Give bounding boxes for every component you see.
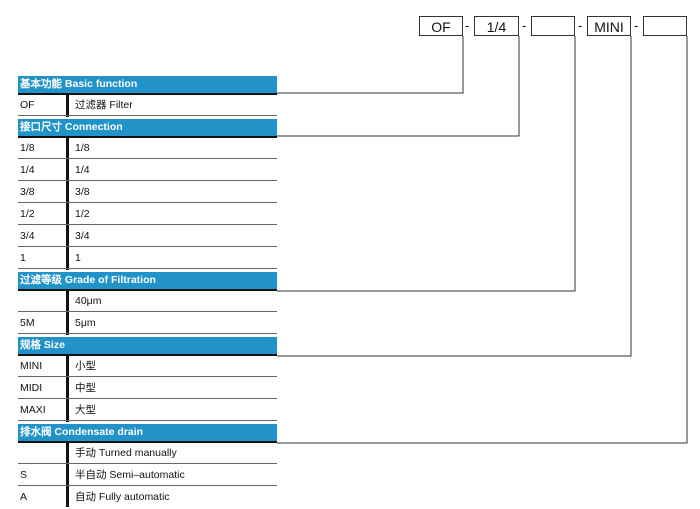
table-row: 1/4 1/4: [18, 160, 277, 181]
section-header-drain: 排水阀 Condensate drain: [18, 424, 277, 441]
code-separator: -: [578, 18, 583, 33]
code-separator: -: [522, 18, 527, 33]
code-box-drain: [643, 16, 687, 36]
table-row: 5M 5μm: [18, 313, 277, 334]
row-desc: 3/8: [75, 186, 90, 198]
row-desc: 过滤器 Filter: [75, 99, 133, 111]
row-desc: 小型: [75, 360, 96, 372]
row-desc: 手动 Turned manually: [75, 447, 177, 459]
row-desc: 3/4: [75, 230, 90, 242]
table-row: MAXI 大型: [18, 400, 277, 421]
row-code: MINI: [20, 360, 43, 372]
header-rule: [18, 289, 277, 291]
code-separator: -: [465, 18, 470, 33]
row-code: 3/8: [20, 186, 35, 198]
row-desc: 1: [75, 252, 81, 264]
table-row: 40μm: [18, 291, 277, 312]
column-divider: [66, 356, 69, 422]
section-header-size: 规格 Size: [18, 337, 277, 354]
row-desc: 40μm: [75, 295, 102, 307]
header-rule: [18, 441, 277, 443]
row-desc: 1/4: [75, 164, 90, 176]
header-rule: [18, 93, 277, 95]
row-code: OF: [20, 99, 35, 111]
row-code: MIDI: [20, 382, 43, 394]
table-row: MINI 小型: [18, 356, 277, 377]
code-box-size: MINI: [587, 16, 631, 36]
row-code: 1/4: [20, 164, 35, 176]
column-divider: [66, 138, 69, 270]
column-divider: [66, 291, 69, 335]
connector-drain: [277, 36, 688, 444]
table-row: 3/4 3/4: [18, 226, 277, 247]
order-code-line: OF - 1/4 - - MINI -: [0, 0, 700, 40]
row-code: 5M: [20, 317, 35, 329]
row-code: 1: [20, 252, 26, 264]
header-rule: [18, 136, 277, 138]
section-header-connection: 接口尺寸 Connection: [18, 119, 277, 136]
code-box-basic-function: OF: [419, 16, 463, 36]
table-row: MIDI 中型: [18, 378, 277, 399]
code-box-connection: 1/4: [474, 16, 519, 36]
connector-size: [277, 36, 632, 357]
row-desc: 中型: [75, 382, 96, 394]
table-row: OF 过滤器 Filter: [18, 95, 277, 116]
row-code: 1/2: [20, 208, 35, 220]
code-separator: -: [634, 18, 639, 33]
connector-filtration: [277, 36, 576, 292]
connector-connection: [277, 36, 520, 137]
table-row: 1 1: [18, 248, 277, 269]
row-code: 1/8: [20, 142, 35, 154]
code-box-filtration: [531, 16, 575, 36]
section-header-basic-function: 基本功能 Basic function: [18, 76, 277, 93]
row-desc: 5μm: [75, 317, 96, 329]
row-code: S: [20, 469, 28, 481]
row-desc: 1/2: [75, 208, 90, 220]
table-row: A 自动 Fully automatic: [18, 487, 277, 508]
connector-basic-function: [277, 36, 464, 94]
row-desc: 1/8: [75, 142, 90, 154]
table-row: S 半自动 Semi–automatic: [18, 465, 277, 486]
row-code: 3/4: [20, 230, 35, 242]
table-row: 3/8 3/8: [18, 182, 277, 203]
row-code: MAXI: [20, 404, 46, 416]
section-header-filtration: 过滤等级 Grade of Filtration: [18, 272, 277, 289]
table-row: 手动 Turned manually: [18, 443, 277, 464]
header-rule: [18, 354, 277, 356]
row-desc: 大型: [75, 404, 96, 416]
row-desc: 自动 Fully automatic: [75, 491, 170, 503]
column-divider: [66, 443, 69, 507]
table-row: 1/2 1/2: [18, 204, 277, 225]
column-divider: [66, 95, 69, 117]
row-code: A: [20, 491, 28, 503]
table-row: 1/8 1/8: [18, 138, 277, 159]
row-desc: 半自动 Semi–automatic: [75, 469, 185, 481]
